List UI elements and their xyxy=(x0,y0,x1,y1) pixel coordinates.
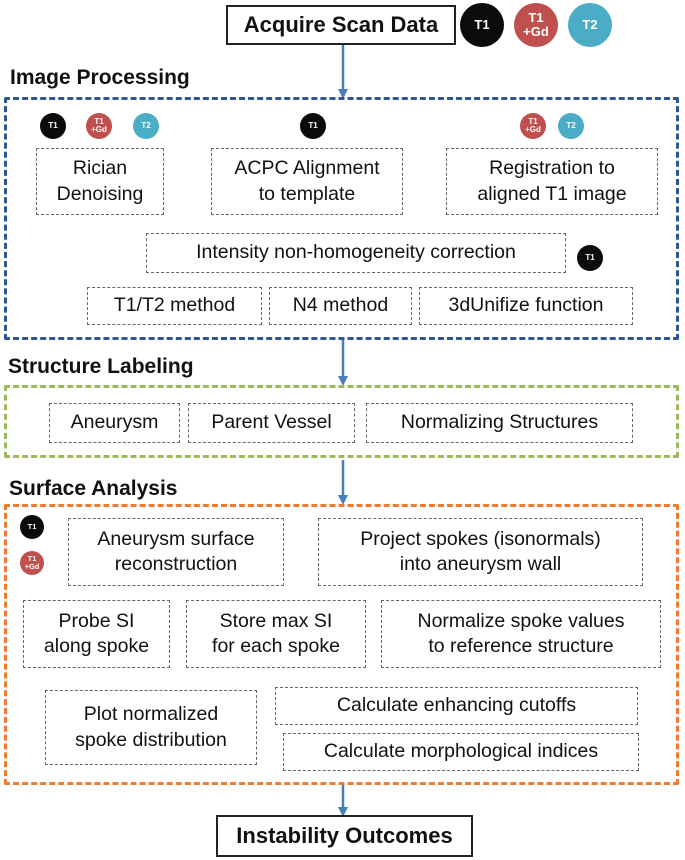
plot-spoke-distribution-box: Plot normalized spoke distribution xyxy=(45,690,257,765)
surface-analysis-section xyxy=(4,504,679,785)
intensity-correction-box: Intensity non-homogeneity correction xyxy=(146,233,566,273)
outcome-title: Instability Outcomes xyxy=(236,823,453,848)
badge-t1-gd: T1 +Gd xyxy=(520,113,546,139)
structure-labeling-title: Structure Labeling xyxy=(8,355,194,378)
badge-t1: T1 xyxy=(300,113,326,139)
acquire-scan-data-box: Acquire Scan Data xyxy=(226,5,456,45)
normalize-spoke-values-box: Normalize spoke values to reference stru… xyxy=(381,600,661,668)
store-max-si-box: Store max SI for each spoke xyxy=(186,600,366,668)
structure-labeling-section xyxy=(4,385,679,458)
project-spokes-box: Project spokes (isonormals) into aneurys… xyxy=(318,518,643,586)
instability-outcomes-box: Instability Outcomes xyxy=(216,815,473,857)
probe-si-box: Probe SI along spoke xyxy=(23,600,170,668)
aneurysm-label-box: Aneurysm xyxy=(49,403,180,443)
parent-vessel-box: Parent Vessel xyxy=(188,403,355,443)
enhancing-cutoffs-box: Calculate enhancing cutoffs xyxy=(275,687,638,725)
3dunifize-function-box: 3dUnifize function xyxy=(419,287,633,325)
badge-t2: T2 xyxy=(568,3,612,47)
badge-t1-gd: T1 +Gd xyxy=(20,551,44,575)
badge-t1: T1 xyxy=(460,3,504,47)
badge-t1: T1 xyxy=(20,515,44,539)
morphological-indices-box: Calculate morphological indices xyxy=(283,733,639,771)
t1-t2-method-box: T1/T2 method xyxy=(87,287,262,325)
image-processing-section xyxy=(4,97,679,340)
surface-analysis-title: Surface Analysis xyxy=(9,477,178,500)
acquire-title: Acquire Scan Data xyxy=(243,12,439,37)
registration-box: Registration to aligned T1 image xyxy=(446,148,658,215)
badge-t1: T1 xyxy=(40,113,66,139)
badge-t2: T2 xyxy=(133,113,159,139)
normalizing-structures-box: Normalizing Structures xyxy=(366,403,633,443)
acpc-alignment-box: ACPC Alignment to template xyxy=(211,148,403,215)
n4-method-box: N4 method xyxy=(269,287,412,325)
image-processing-title: Image Processing xyxy=(10,66,190,89)
badge-t1: T1 xyxy=(577,245,603,271)
badge-t1-gd: T1 +Gd xyxy=(86,113,112,139)
surface-reconstruction-box: Aneurysm surface reconstruction xyxy=(68,518,284,586)
badge-t1-gd: T1 +Gd xyxy=(514,3,558,47)
badge-t2: T2 xyxy=(558,113,584,139)
rician-denoising-box: Rician Denoising xyxy=(36,148,164,215)
